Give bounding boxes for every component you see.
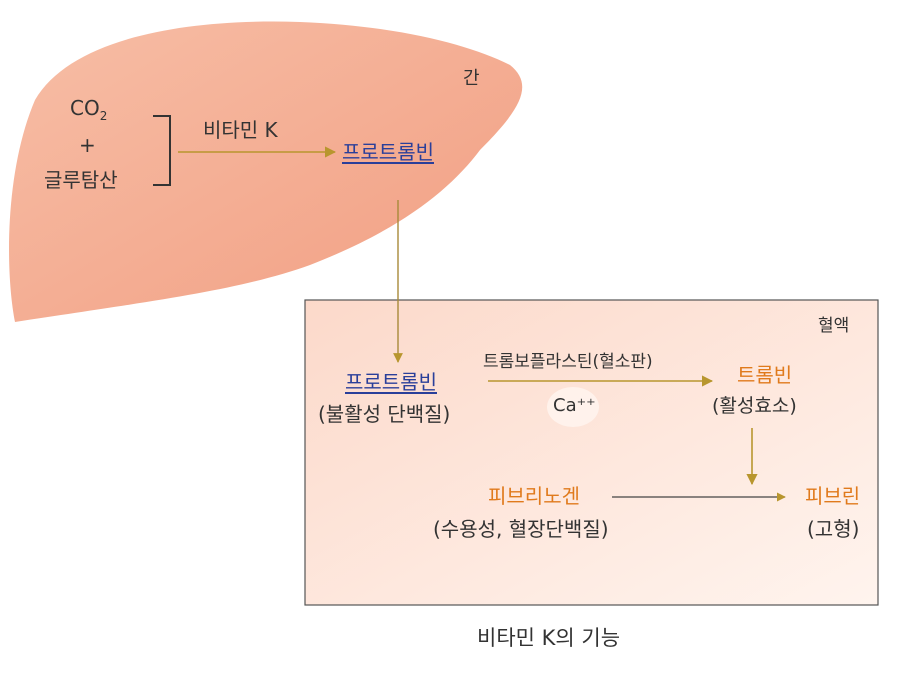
vitamin-k-label: 비타민 K [203, 118, 278, 142]
thrombin-desc: (활성효소) [712, 395, 797, 417]
blood-box [304, 299, 879, 606]
co2-subscript: 2 [99, 109, 108, 123]
thrombin-label: 트롬빈 [737, 363, 793, 387]
prothrombin-desc: (불활성 단백질) [318, 402, 451, 426]
blood-label: 혈액 [818, 316, 850, 336]
calcium-label: Ca⁺⁺ [553, 395, 596, 416]
liver-prothrombin-label: 프로트롬빈 [342, 140, 434, 164]
reactant-bracket [153, 115, 171, 186]
fibrin-label: 피브린 [805, 484, 861, 508]
calcium-halo [547, 387, 599, 427]
thromboplastin-label: 트롬보플라스틴(혈소판) [483, 352, 653, 372]
liver-shape [9, 21, 523, 322]
fibrinogen-label: 피브리노겐 [488, 484, 580, 508]
liver-label: 간 [463, 68, 480, 89]
fibrin-desc: (고형) [807, 517, 860, 541]
co2-label: CO2 [70, 96, 108, 123]
figure-caption: 비타민 K의 기능 [477, 626, 621, 650]
glutamate-label: 글루탐산 [44, 168, 118, 192]
blood-prothrombin-label: 프로트롬빈 [345, 370, 437, 394]
plus-sign: + [79, 133, 96, 157]
fibrinogen-desc: (수용성, 혈장단백질) [433, 517, 609, 541]
